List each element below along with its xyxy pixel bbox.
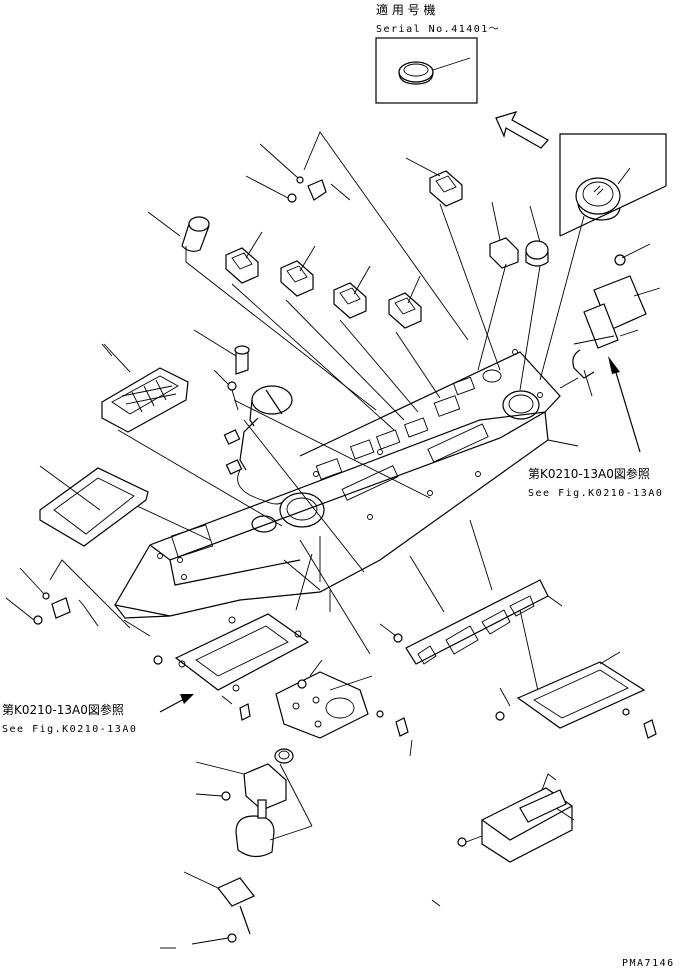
serial-number-label: Serial No.41401～	[376, 24, 500, 35]
switch-bracket	[275, 659, 413, 757]
controller-bracket	[431, 651, 657, 907]
reference-right-en: See Fig.K0210-13A0	[528, 488, 663, 499]
drawing-code: PMA7146	[622, 958, 675, 969]
fastener-cluster-left	[5, 559, 131, 629]
connector-bracket	[559, 243, 661, 397]
lower-gasket-left	[153, 613, 310, 721]
serial-inset-box	[375, 37, 478, 104]
reference-arrow-left	[159, 694, 194, 713]
cigarette-lighter	[147, 211, 210, 262]
dashboard-panel	[114, 349, 561, 619]
fastener-cluster-top	[245, 143, 351, 203]
gasket-plate	[39, 465, 149, 547]
reference-arrow-right	[608, 356, 641, 453]
direction-arrow-icon	[495, 111, 549, 149]
bolt-assembly	[193, 329, 250, 411]
rocker-switch-4	[388, 275, 422, 329]
ignition-switch	[223, 385, 293, 505]
pilot-lamp-round	[525, 205, 549, 267]
reference-left-en: See Fig.K0210-13A0	[2, 724, 137, 735]
gauge-inset-box	[559, 133, 667, 237]
reference-left-jp: 第K0210-13A0図参照	[2, 702, 124, 717]
applicable-serial-heading: 適 用 号 機	[376, 2, 435, 17]
rocker-switch-2	[280, 245, 316, 297]
decal-plate	[379, 579, 563, 665]
rocker-switch-3	[333, 265, 371, 319]
horn-assembly	[195, 748, 313, 858]
rocker-switch-1	[225, 231, 263, 284]
bottom-bracket	[160, 871, 255, 949]
reference-right-jp: 第K0210-13A0図参照	[528, 466, 650, 481]
rocker-switch-5	[405, 157, 463, 207]
fuse-box	[101, 343, 189, 433]
pilot-lamp-square	[489, 201, 519, 269]
